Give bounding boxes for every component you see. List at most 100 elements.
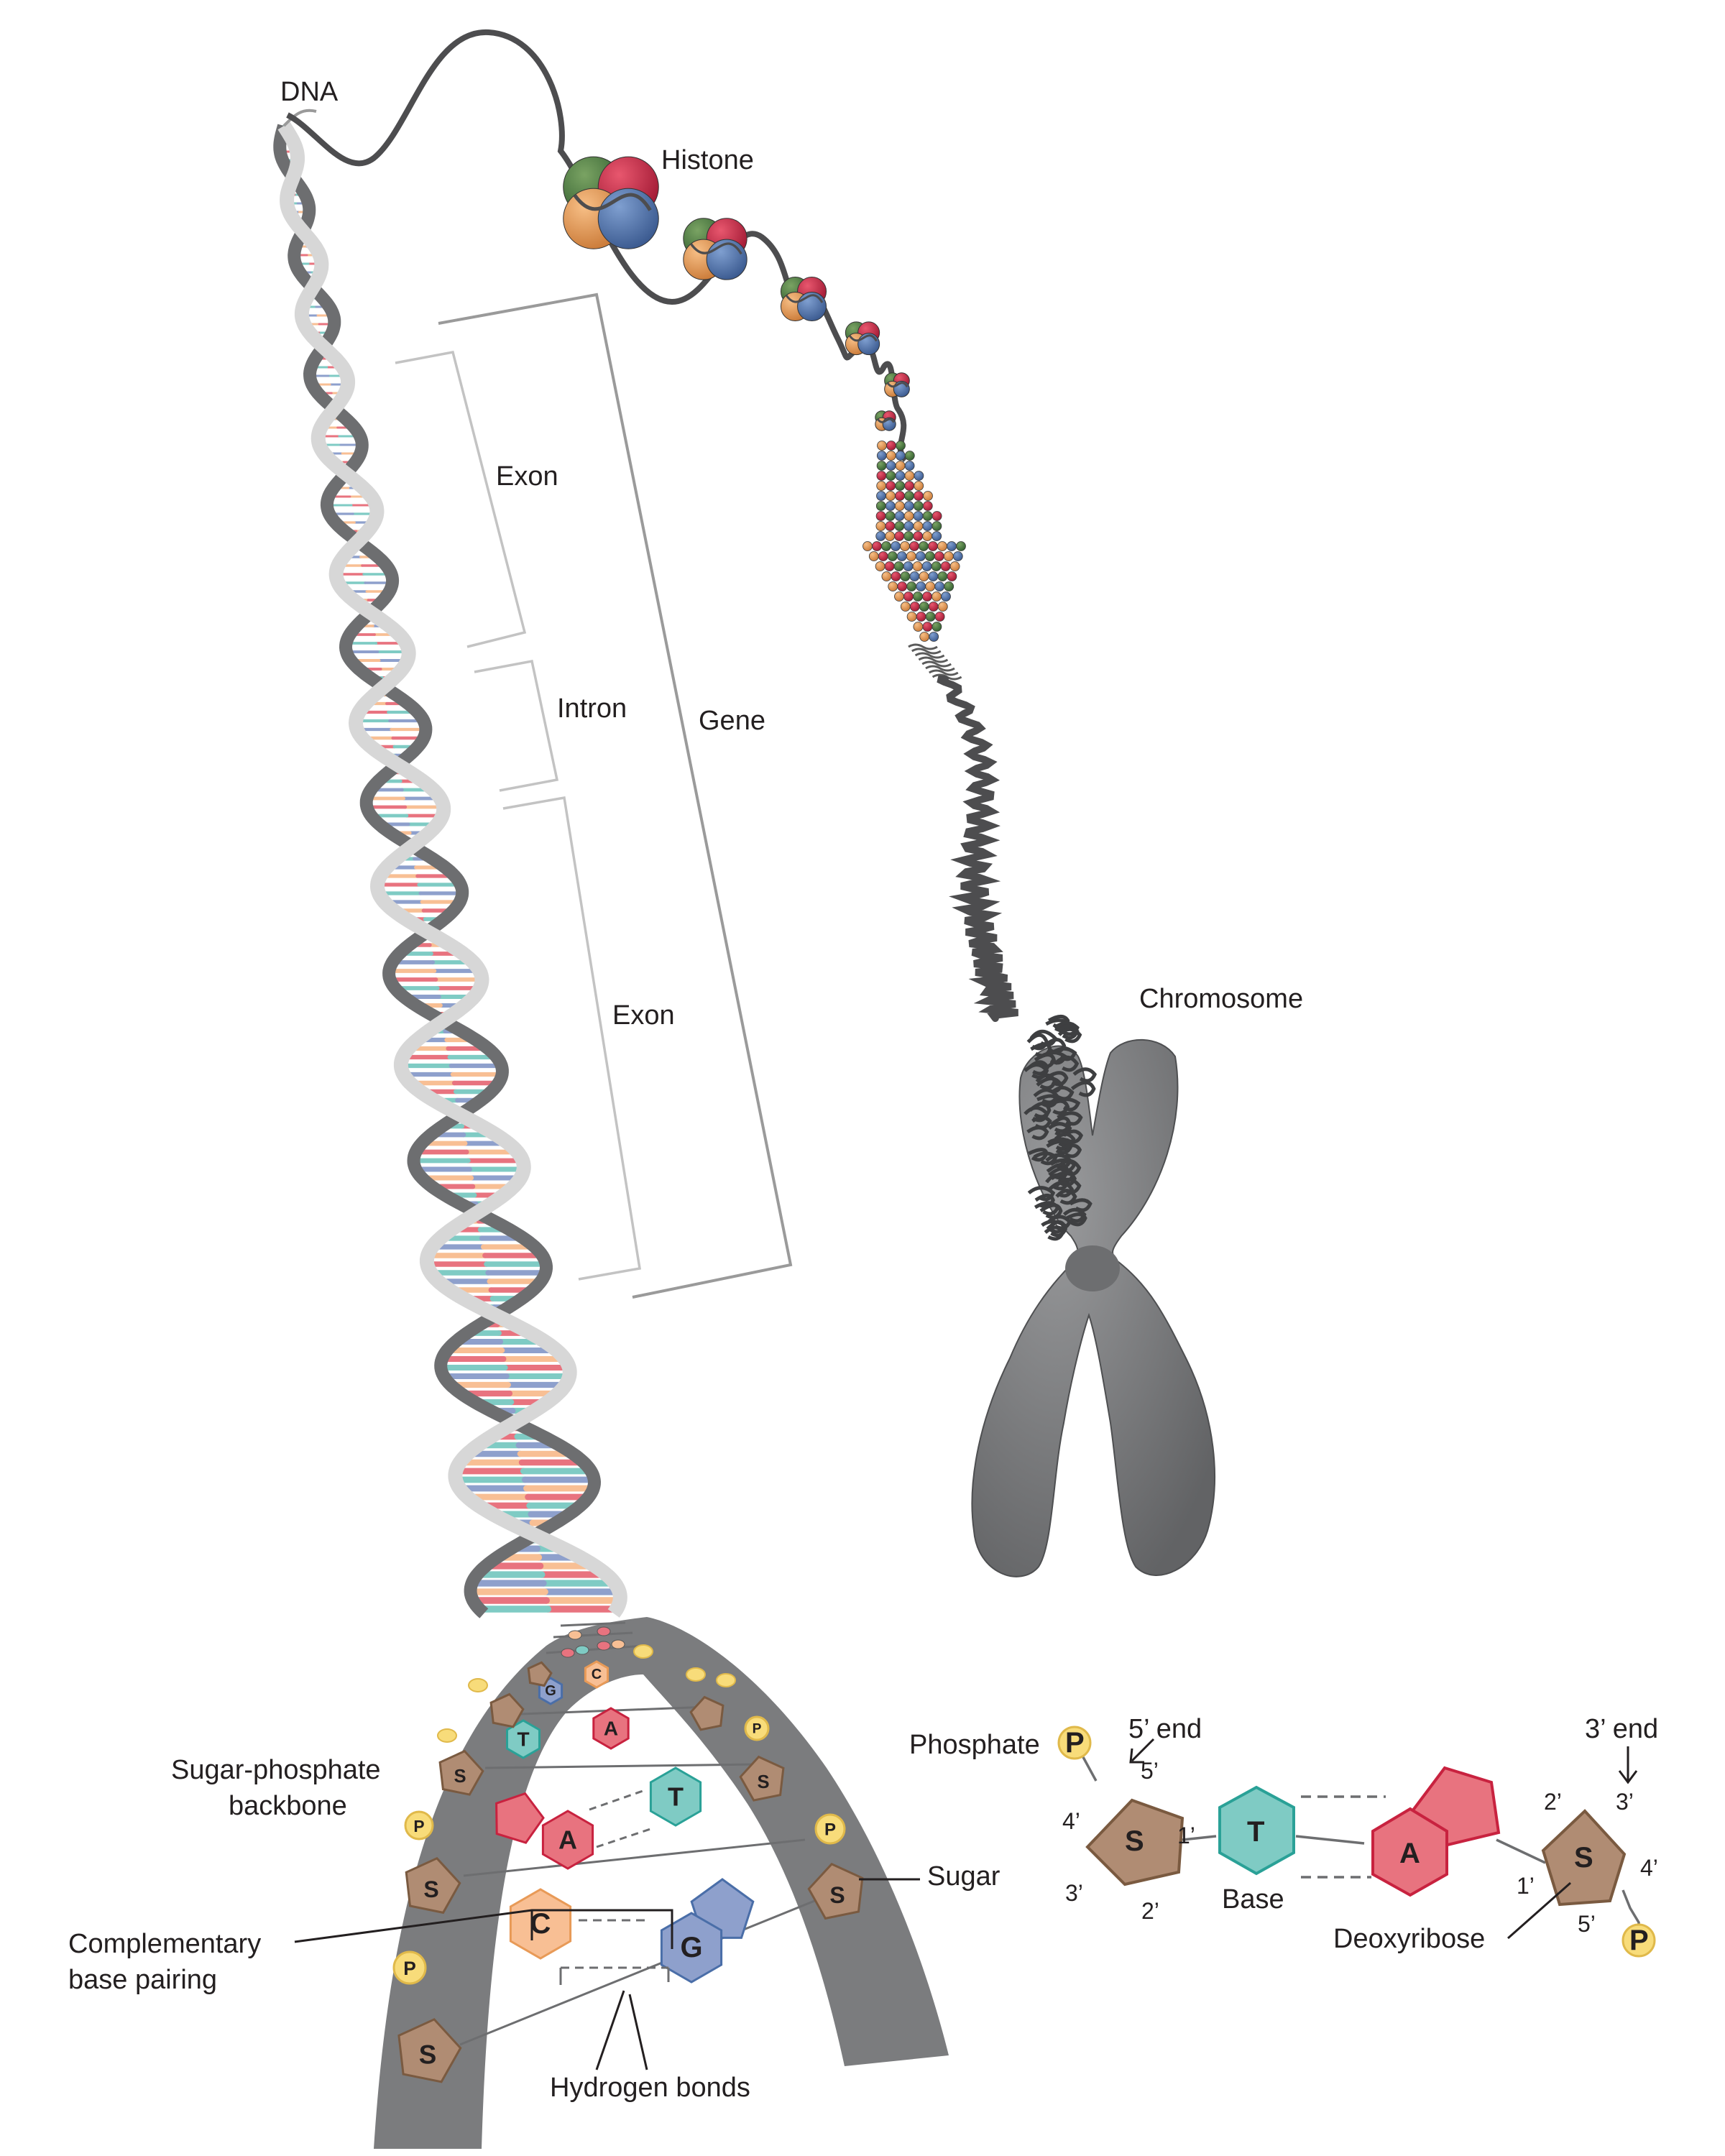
chromatin-bead (906, 551, 916, 561)
chromatin-bead (919, 602, 929, 612)
chromatin-bead (922, 591, 932, 602)
gene-bracket (438, 292, 793, 1299)
chromatin-bead (885, 501, 896, 511)
exon-label-bottom: Exon (612, 1000, 675, 1031)
position-2-left: 2’ (1141, 1898, 1159, 1924)
chromatin-bead (922, 501, 933, 511)
chromatin-bead (891, 541, 901, 551)
chromatin-bead (932, 591, 942, 602)
thymine-hexagon-detail (1218, 1785, 1295, 1876)
cytosine-letter: C (530, 1908, 551, 1940)
guanine-letter-small: G (545, 1683, 556, 1699)
phosphate-dot (686, 1667, 706, 1682)
position-3-left: 3’ (1065, 1880, 1083, 1906)
chromatin-bead (894, 521, 905, 531)
chromatin-bead (876, 451, 887, 461)
thymine-hexagon-small (506, 1719, 540, 1759)
chromatin-fiber-loop (914, 652, 945, 659)
position-4-left: 4’ (1062, 1808, 1080, 1834)
small-base (575, 1645, 589, 1655)
chromatin-bead (885, 521, 896, 531)
position-2-right: 2’ (1544, 1789, 1562, 1815)
chromatin-bead (900, 571, 911, 581)
chromatin-bead (875, 531, 886, 541)
adenine-hexagon-detail (1371, 1807, 1448, 1897)
chromatin-bead (903, 501, 914, 511)
chromatin-bead (913, 531, 924, 541)
small-base (611, 1639, 625, 1649)
chromatin-fiber (937, 676, 1018, 1022)
chromatin-tangle-loop (1054, 1132, 1076, 1148)
chromatin-tangle-loop (1046, 1099, 1070, 1115)
small-base (597, 1641, 611, 1651)
position-1-left: 1’ (1177, 1823, 1195, 1848)
chromatin-bead (923, 491, 933, 501)
chromatin-bead (925, 612, 936, 622)
chromatin-bead (943, 551, 954, 561)
chromatin-bead (868, 551, 879, 561)
histone-wrap (690, 242, 742, 255)
chromatin-bead (862, 541, 873, 551)
chromatin-bead (886, 441, 896, 451)
chromatin-bead (904, 491, 914, 501)
leader-lines (294, 1878, 920, 2070)
adenine-pentagon-back (495, 1792, 545, 1844)
deoxyribose-label: Deoxyribose (1333, 1924, 1485, 1954)
chromatin-bead (913, 501, 924, 511)
phosphate-letter-top: P (1065, 1727, 1085, 1759)
sugar-phosphate-label-line2: backbone (229, 1791, 347, 1821)
chromatin-tangle-loop (1053, 1021, 1080, 1036)
chromatin-bead (896, 551, 907, 561)
chromatin-bead (913, 622, 924, 632)
phosphate-letter: P (403, 1958, 416, 1979)
chromatin-bead (937, 571, 948, 581)
chromosome (971, 1038, 1215, 1577)
chromatin-bead (886, 451, 896, 461)
chromatin-bead (944, 581, 954, 591)
histone-wrap (886, 382, 908, 388)
histone-sphere (706, 239, 748, 280)
chromatin-bead (875, 561, 886, 571)
thymine-letter: T (668, 1782, 684, 1812)
chromatin-bead (913, 521, 924, 531)
covalent-bond (484, 1763, 755, 1769)
chromatin-bead (914, 481, 924, 491)
chromatin-bead (909, 602, 920, 612)
cytosine-letter-small: C (592, 1667, 602, 1682)
covalent-bond (553, 1631, 633, 1639)
chromatin-fiber-loop (929, 669, 959, 676)
chromatin-bead (906, 581, 917, 591)
chromatin-bead (934, 551, 944, 561)
chromatin-bead (886, 491, 896, 501)
chromatin-fiber-loop (908, 643, 938, 650)
phosphate-letter-bottom: P (1629, 1925, 1649, 1956)
phosphate-circle-detail-top (1057, 1726, 1092, 1760)
chromatin-bead (934, 612, 945, 622)
hydrogen-bond (596, 1828, 651, 1848)
sugar-letter: S (757, 1772, 769, 1792)
position-3-right: 3’ (1616, 1789, 1634, 1815)
chromatin-bead (915, 551, 926, 561)
chromatin-tangle-loop (1066, 1212, 1087, 1227)
phosphate-dot (716, 1673, 736, 1687)
sugar-letter-right: S (1574, 1842, 1593, 1874)
chromatin-bead (947, 541, 957, 551)
chromatin-bead (932, 511, 942, 521)
chromatin-tangle-loop (1050, 1116, 1072, 1133)
histone-group (563, 156, 910, 431)
chromatin-tangle-loop (1045, 1173, 1070, 1191)
chromatin-bead (894, 531, 905, 541)
chromatin-tangle-loop (1055, 1189, 1077, 1205)
chromatin-tangle-loop (1057, 1111, 1083, 1126)
chromatin-bead (900, 541, 910, 551)
chromatin-bead (885, 511, 896, 521)
adenine-letter: A (558, 1825, 577, 1855)
chromatin-tangle-loop (1026, 1125, 1049, 1141)
chromatin-tangle-loop (1039, 1203, 1063, 1220)
chromatin-bead (884, 561, 895, 571)
covalent-bond (459, 1883, 856, 2046)
base-label: Base (1222, 1884, 1284, 1915)
chromatin-tangle-loop (1054, 1055, 1080, 1072)
chromatin-bead (934, 581, 945, 591)
chromatin-bead (904, 481, 915, 491)
